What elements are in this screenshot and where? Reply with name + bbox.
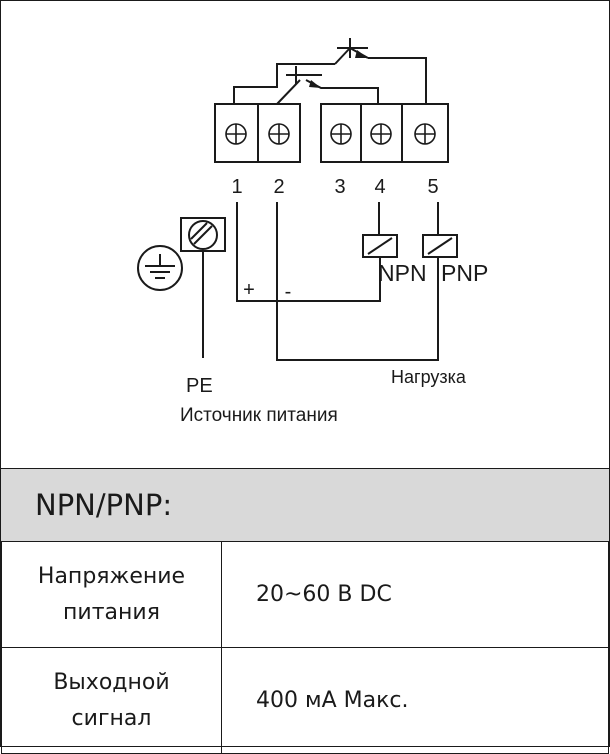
terminal-screw-icon — [370, 123, 392, 145]
ground-symbol-icon — [137, 245, 183, 291]
terminal-number: 5 — [427, 176, 438, 198]
terminal-number: 1 — [231, 176, 242, 198]
transistor-icon-lower — [276, 66, 379, 105]
param-label-line: питания — [63, 599, 160, 625]
terminal-screw-icon — [268, 123, 290, 145]
plus-label: + — [243, 279, 255, 301]
minus-label: - — [285, 281, 292, 303]
terminal-screw-icons — [225, 123, 436, 145]
pe-terminal-icon — [180, 217, 226, 358]
npn-label: NPN — [378, 260, 427, 286]
transistor-icon-upper — [233, 38, 427, 104]
relay-coil-icon-npn — [362, 234, 398, 258]
load-label: Нагрузка — [391, 367, 467, 387]
param-cell: Напряжение питания — [1, 541, 222, 648]
spec-table: Напряжение питания 20~60 В DC Выходной с… — [1, 541, 609, 754]
terminal-number: 3 — [334, 176, 345, 198]
pnp-label: PNP — [441, 260, 488, 286]
param-label-line: сигнал — [71, 705, 152, 731]
table-row: Напряжение питания 20~60 В DC — [1, 541, 609, 648]
wire-minus — [276, 202, 439, 361]
param-label-line: Напряжение — [37, 563, 186, 589]
terminal-number: 2 — [273, 176, 284, 198]
value-cell: 400 мА Макс. — [221, 647, 609, 754]
wiring-diagram: 1 2 3 4 5 + - NPN PNP PE Источник питани… — [137, 38, 488, 426]
param-label-line: Выходной — [53, 669, 170, 695]
terminal-screw-icon — [414, 123, 436, 145]
terminal-screw-icon — [330, 123, 352, 145]
wire-plus — [236, 202, 381, 302]
pe-label: PE — [186, 375, 213, 397]
spec-header — [1, 468, 609, 542]
spec-title: NPN/PNP: — [35, 488, 173, 522]
terminal-screw-icon — [225, 123, 247, 145]
relay-coil-icon-pnp — [422, 234, 458, 258]
param-cell: Выходной сигнал — [1, 647, 222, 754]
power-source-label: Источник питания — [180, 405, 338, 426]
table-row: Выходной сигнал 400 мА Макс. — [1, 647, 609, 754]
terminal-block — [214, 103, 449, 163]
value-cell: 20~60 В DC — [221, 541, 609, 648]
terminal-number: 4 — [374, 176, 385, 198]
